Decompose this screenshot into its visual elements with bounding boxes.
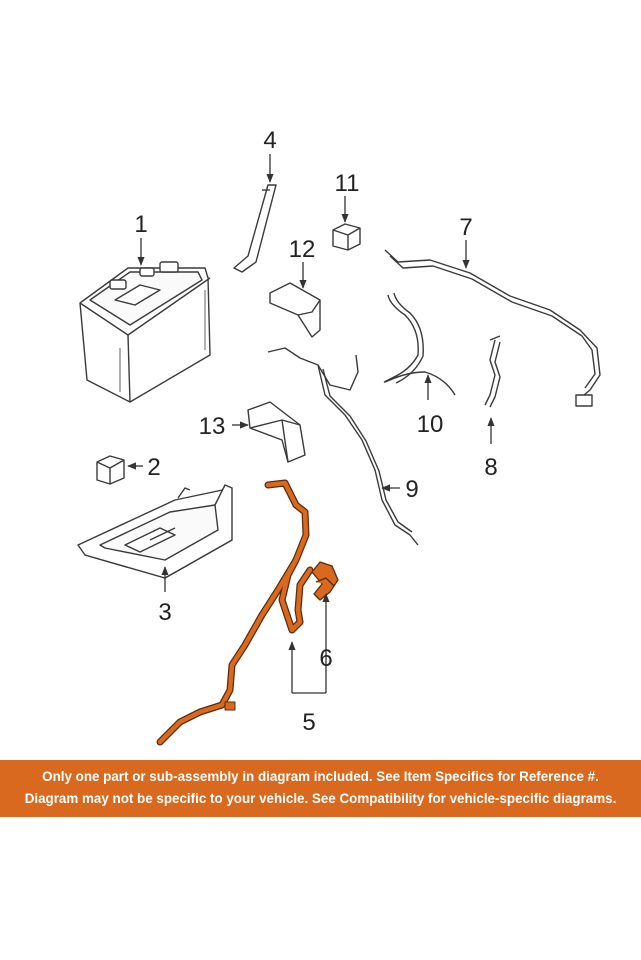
battery-tray-part[interactable]: [77, 484, 233, 579]
callout-4: 4: [263, 127, 276, 154]
callout-12: 12: [289, 236, 316, 263]
parts-diagram: 1 2 3 4 11 12 7: [77, 127, 601, 746]
callout-6: 6: [319, 645, 332, 672]
part-11-box[interactable]: [332, 223, 361, 251]
callout-9: 9: [405, 476, 418, 503]
part-8-cable[interactable]: [484, 335, 501, 408]
callout-13: 13: [199, 413, 226, 440]
callout-7: 7: [459, 214, 472, 241]
battery-part[interactable]: [79, 261, 211, 403]
part-12-cover[interactable]: [269, 282, 321, 338]
terminal-part-6[interactable]: [311, 561, 339, 601]
part-7-cable[interactable]: [384, 249, 601, 407]
callout-2: 2: [147, 454, 160, 481]
part-9-cable[interactable]: [267, 347, 419, 546]
part-10-cable[interactable]: [383, 292, 456, 396]
hold-down-strap-part[interactable]: [233, 184, 277, 273]
part-13-bracket[interactable]: [247, 401, 306, 463]
disclaimer-banner: Only one part or sub-assembly in diagram…: [0, 760, 641, 817]
part-2-block[interactable]: [96, 455, 125, 485]
battery-cable-part-5[interactable]: [156, 479, 314, 746]
callout-5: 5: [302, 709, 315, 736]
callout-8: 8: [484, 454, 497, 481]
callout-10: 10: [417, 411, 444, 438]
callout-3: 3: [158, 599, 171, 626]
disclaimer-line-2: Diagram may not be specific to your vehi…: [24, 791, 617, 806]
callout-1: 1: [134, 211, 147, 238]
disclaimer-line-1: Only one part or sub-assembly in diagram…: [42, 769, 599, 784]
callout-11: 11: [335, 170, 360, 197]
